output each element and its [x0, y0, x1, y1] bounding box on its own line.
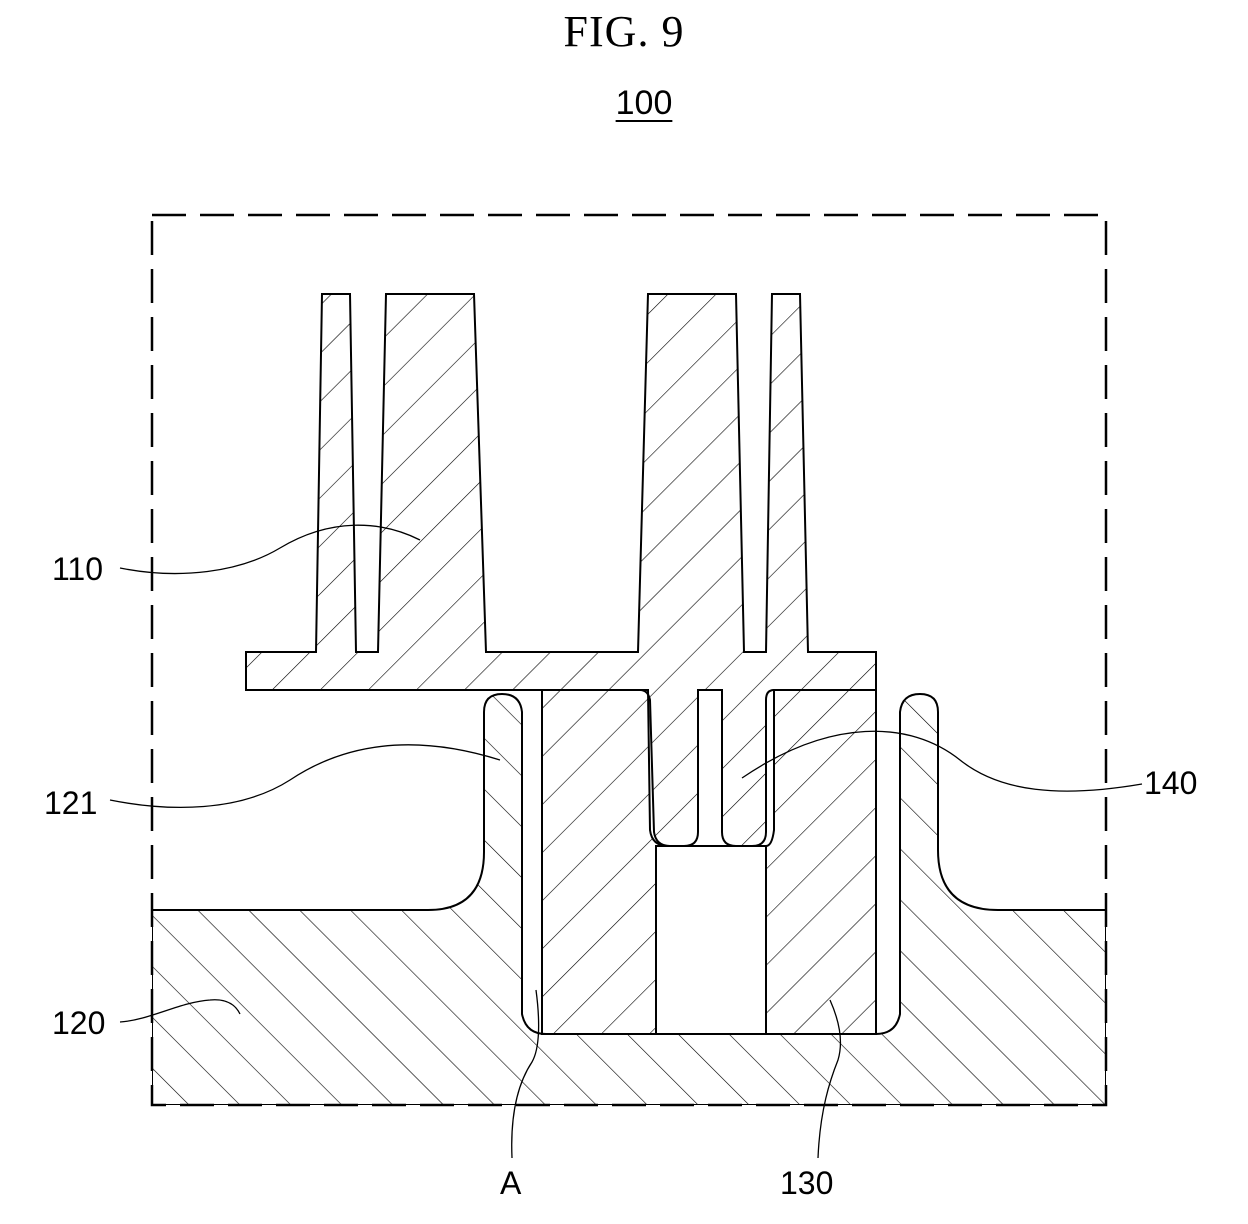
label-121: 121: [44, 785, 97, 821]
label-130: 130: [780, 1165, 833, 1201]
insert-130-right: [766, 690, 876, 1034]
insert-channel: [656, 846, 766, 1034]
label-140: 140: [1144, 765, 1197, 801]
leader-110: [120, 525, 420, 573]
leader-121: [110, 745, 500, 808]
label-110: 110: [52, 551, 103, 587]
label-120: 120: [52, 1005, 105, 1041]
insert-130-left: [542, 690, 668, 1034]
label-a: A: [500, 1165, 522, 1201]
